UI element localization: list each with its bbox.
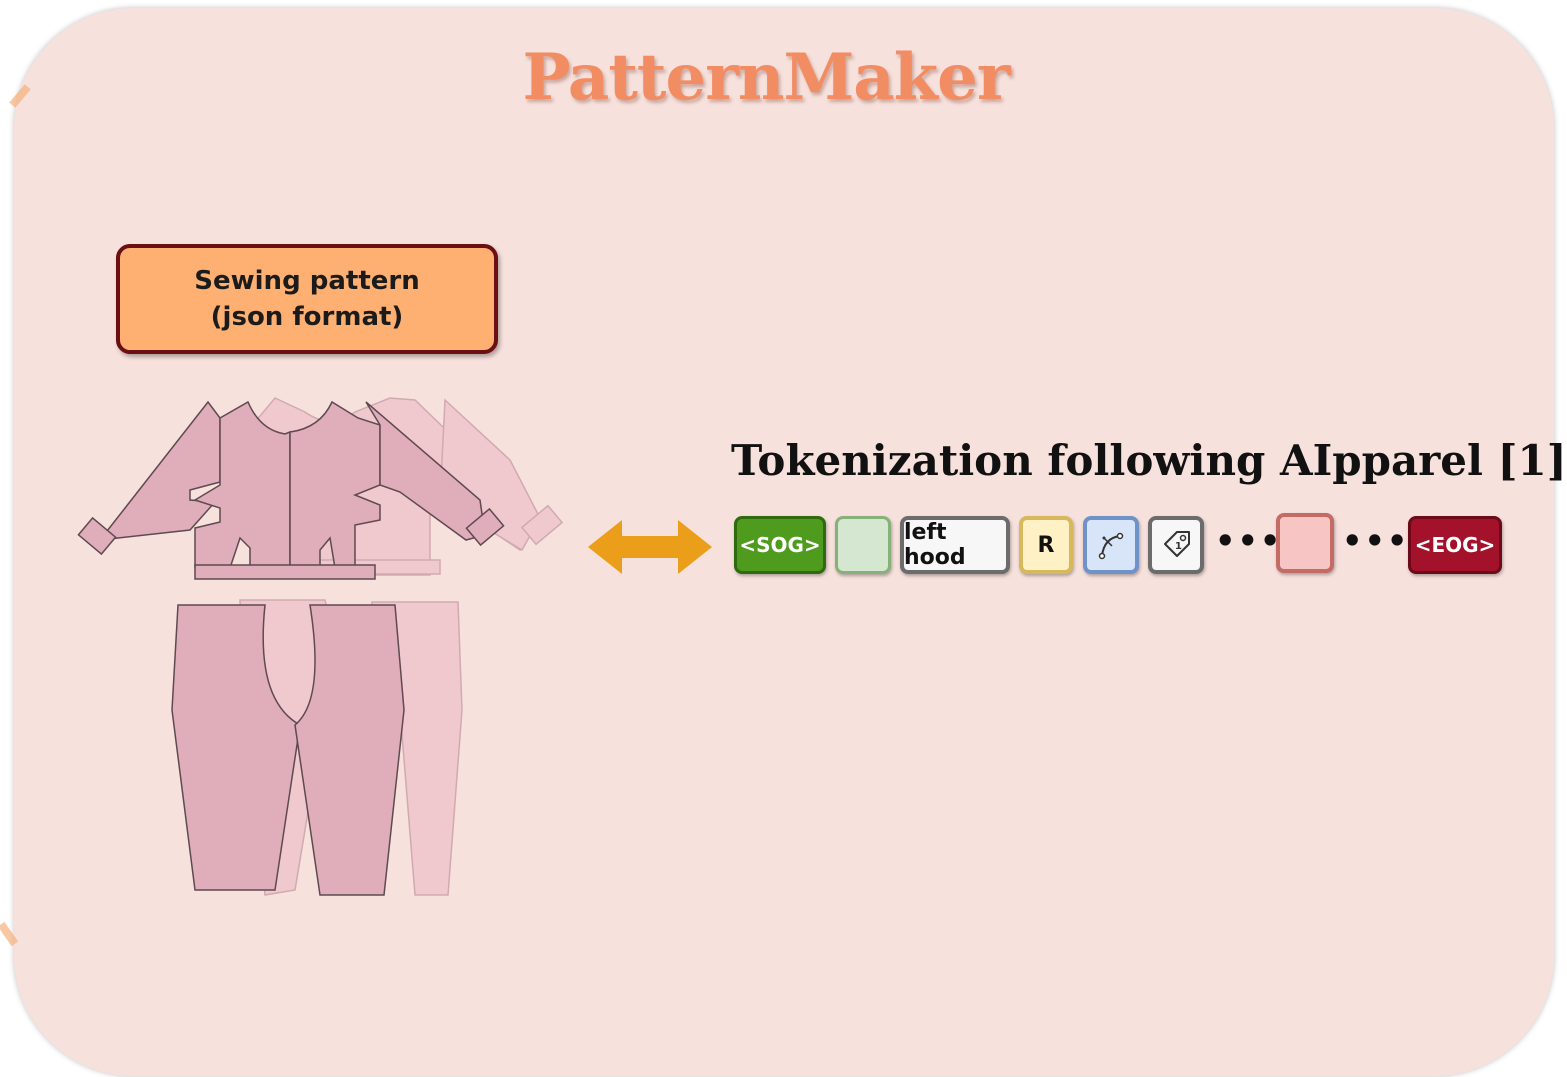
svg-text:1: 1	[1175, 541, 1182, 552]
tag-icon: 1	[1164, 531, 1190, 557]
double-arrow-icon	[588, 520, 712, 574]
ellipsis: •••	[1215, 522, 1283, 560]
tokenization-title: Tokenization following AIpparel [1]	[731, 436, 1567, 485]
sog-token: <SOG>	[734, 516, 826, 574]
page-title: PatternMaker	[522, 40, 1010, 115]
sewing-pattern-label: Sewing pattern (json format)	[116, 244, 498, 354]
ellipsis: •••	[1342, 522, 1410, 560]
eog-token: <EOG>	[1408, 516, 1502, 574]
panel-name-token: left hood	[900, 516, 1010, 574]
empty-token	[835, 516, 891, 574]
pattern-label-line1: Sewing pattern	[194, 266, 420, 296]
pattern-label-line2: (json format)	[210, 302, 404, 332]
generic-token	[1276, 513, 1334, 573]
curve-token	[1083, 516, 1139, 574]
r-token: R	[1019, 516, 1073, 574]
curve-icon	[1098, 532, 1124, 560]
tag-token: 1	[1148, 516, 1204, 574]
garment-pattern-illustration	[77, 397, 564, 896]
